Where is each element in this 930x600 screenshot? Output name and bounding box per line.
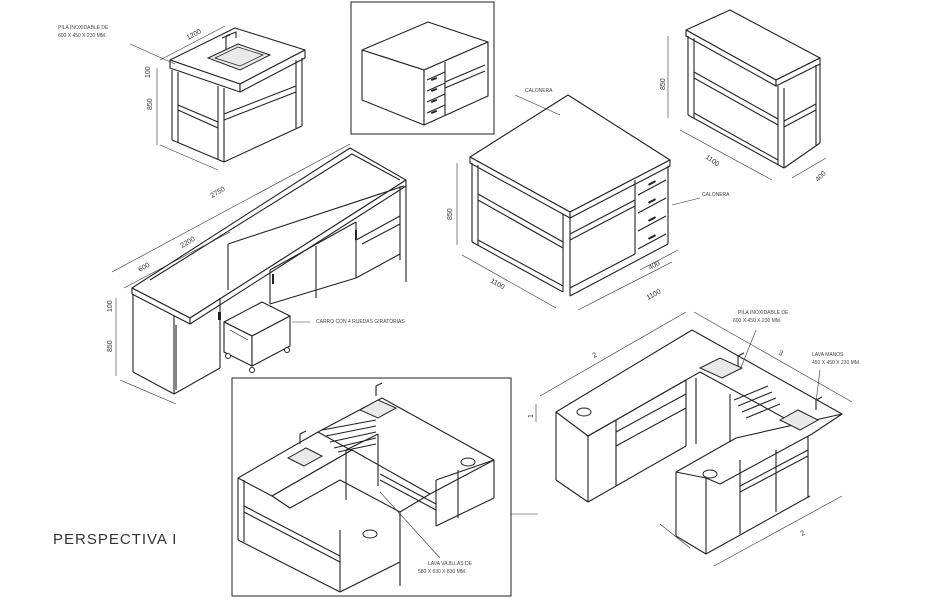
l-width-dim: 2 xyxy=(592,352,599,360)
l-depth-dim: 3 xyxy=(777,350,784,358)
shelf-height-dim: 850 xyxy=(660,78,667,90)
hand-sink-note-line1: LAVA MANOS xyxy=(812,352,844,358)
long-counter-drawing: 2750 2200 600 850 100 CARRO CON 4 RUEDAS… xyxy=(107,143,407,405)
island-sink-note-line2: 600 X 450 X 230 MM. xyxy=(733,318,781,324)
l-counter-inset: LAVA VAJILLAS DE 580 X 630 X 830 MM. xyxy=(231,377,538,597)
sink-height-dim: 850 xyxy=(147,98,154,110)
shelf-depth-dim: 400 xyxy=(814,170,827,183)
drawer-left-note: CALONERA xyxy=(525,88,553,94)
cart-note: CARRO CON 4 RUEDAS GIRATORIAS xyxy=(316,319,405,325)
counter-a-dim: 600 xyxy=(138,262,152,274)
hand-sink-note-line2: 450 X 450 X 230 MM. xyxy=(812,360,860,366)
sheet-title: PERSPECTIVA I xyxy=(53,531,177,548)
shelf-width-dim: 1100 xyxy=(704,154,720,168)
island-sink-note-line1: PILA INOXIDABLE DE xyxy=(738,310,789,316)
sink-width-dim: 1200 xyxy=(186,28,203,42)
island-drawer-dim: 400 xyxy=(648,260,662,272)
l-height-dim: 1 xyxy=(528,414,535,418)
open-shelf-drawing: 850 1100 400 xyxy=(660,9,828,183)
island-width-dim: 1100 xyxy=(489,278,506,292)
island-unit-drawing: 850 1100 1100 400 CALONERA CALONERA xyxy=(447,88,730,311)
l-front-dim: 2 xyxy=(800,530,807,538)
big-l-counter-drawing: 2 3 1 2 PILA INOXIDABLE DE 600 X 450 X 2… xyxy=(528,310,860,567)
sink-cabinet-drawing: 1200 850 100 PILA INOXIDABLE DE 600 X 45… xyxy=(58,25,306,171)
dishwasher-note-line1: LAVA VAJILLAS DE xyxy=(428,561,473,567)
counter-top-dim: 100 xyxy=(107,300,114,312)
drawer-right-note: CALONERA xyxy=(702,192,730,198)
drawer-cube-inset xyxy=(350,1,495,135)
counter-length-dim: 2750 xyxy=(210,186,227,200)
sink-top-dim: 100 xyxy=(145,66,152,78)
dishwasher-note-line2: 580 X 630 X 830 MM. xyxy=(418,569,466,575)
sink-note-line1: PILA INOXIDABLE DE xyxy=(58,25,109,31)
sink-note-line2: 600 X 450 X 230 MM. xyxy=(58,33,106,39)
counter-height-dim: 850 xyxy=(107,340,114,352)
island-depth-dim: 1100 xyxy=(646,288,663,301)
island-height-dim: 850 xyxy=(447,208,454,220)
